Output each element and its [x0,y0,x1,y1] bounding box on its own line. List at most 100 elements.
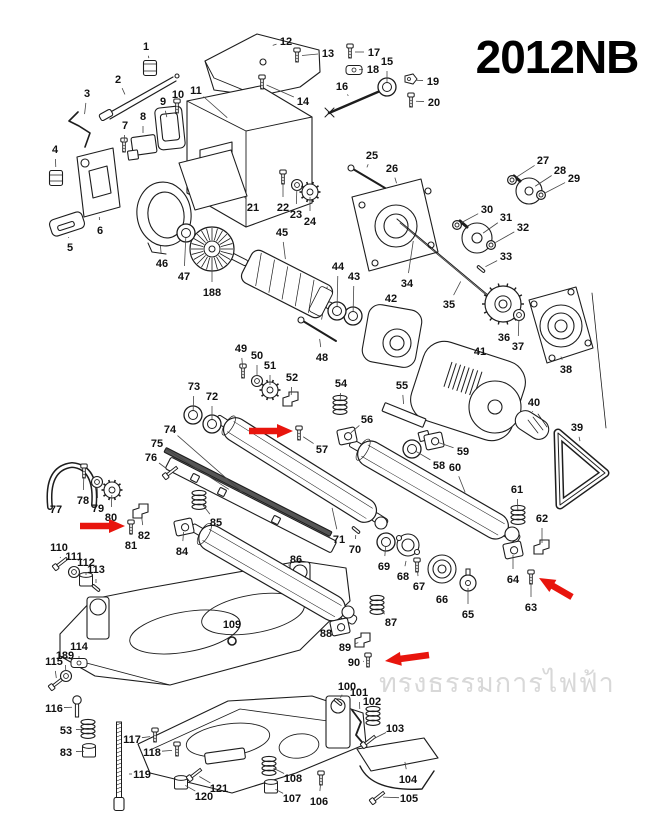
part-label-50: 50 [251,350,263,362]
part-label-115: 115 [45,656,63,668]
part-75: 75 [151,438,230,490]
part-28: 28 [534,165,566,187]
part-29: 29 [535,173,580,201]
part-106: 106 [310,770,328,808]
part-label-22: 22 [277,202,289,214]
part-14: 14 [258,74,310,108]
part-label-81: 81 [125,540,137,552]
part-label-117: 117 [123,734,141,746]
part-label-65: 65 [462,609,474,621]
part-label-10: 10 [172,89,184,101]
part-117: 117 [123,727,159,746]
part-73: 73 [183,381,203,425]
part-label-63: 63 [525,602,537,614]
part-7: 7 [120,120,128,153]
part-label-27: 27 [537,155,549,167]
red-arrow-4 [385,651,430,666]
part-38: 38 [560,356,572,376]
part-16: 16 [336,81,349,97]
part-114: 114 [70,641,89,668]
part-label-76: 76 [145,452,157,464]
part-label-32: 32 [517,222,529,234]
part-label-58: 58 [433,460,445,472]
part-79: 79 [90,475,104,515]
part-70: 70 [349,526,361,556]
part-56: 56 [336,414,373,446]
part-118: 118 [143,741,181,759]
part-label-78: 78 [77,495,89,507]
part-27: 27 [506,155,549,186]
part-label-116: 116 [45,703,63,715]
part-46: 46 [156,245,168,270]
part-label-87: 87 [385,617,397,629]
part-label-74: 74 [164,424,177,436]
part-43: 43 [343,271,363,326]
part-label-3: 3 [84,88,90,100]
part-19: 19 [404,73,439,88]
part-label-102: 102 [363,696,381,708]
part-label-89: 89 [339,642,351,654]
red-arrow-1 [249,424,293,438]
part-label-105: 105 [400,793,418,805]
part-label-52: 52 [286,372,298,384]
part-32: 32 [485,222,529,251]
part-103: 103 [359,723,404,750]
part-label-34: 34 [401,278,414,290]
part-59: 59 [423,431,469,458]
part-label-53: 53 [60,725,72,737]
part-21: 21 [243,196,259,214]
part-22: 22 [277,169,289,214]
part-69: 69 [376,532,396,573]
part-label-47: 47 [178,271,190,283]
part-60: 60 [449,462,466,493]
red-arrow-2 [80,519,125,533]
part-label-24: 24 [304,216,317,228]
part-10: 10 [172,89,184,114]
part-label-84: 84 [176,546,189,558]
part-1: 1 [143,41,150,59]
part-label-75: 75 [151,438,163,450]
part-87: 87 [369,594,397,629]
part-112: 112 [77,557,95,587]
part-55: 55 [396,380,408,405]
part-80: 80 [101,479,123,524]
part-34: 34 [401,240,414,290]
part-label-119: 119 [133,769,151,781]
part-label-59: 59 [457,446,469,458]
part-label-13: 13 [322,48,334,60]
part-101: 101 [350,687,368,710]
part-12: 12 [272,36,292,48]
part-label-72: 72 [206,391,218,403]
part-label-43: 43 [348,271,360,283]
part-4: 4 [52,144,59,168]
part-label-104: 104 [399,774,418,786]
part-label-9: 9 [160,96,166,108]
part-35: 35 [443,281,462,311]
part-5: 5 [67,237,73,254]
part-label-7: 7 [122,120,128,132]
part-label-26: 26 [386,163,398,175]
part-17: 17 [346,43,380,59]
part-label-66: 66 [436,594,448,606]
part-label-80: 80 [105,512,117,524]
part-label-11: 11 [190,85,202,97]
part-label-29: 29 [568,173,580,185]
part-61: 61 [510,484,526,525]
part-label-85: 85 [210,517,222,529]
part-label-55: 55 [396,380,408,392]
part-42: 42 [385,293,397,305]
part-33: 33 [476,251,512,273]
part-113: 113 [87,564,105,592]
part-label-15: 15 [381,56,393,68]
part-39: 39 [571,422,583,442]
part-label-121: 121 [210,783,228,795]
part-label-106: 106 [310,796,328,808]
part-121: 121 [185,767,228,795]
part-116: 116 [45,695,82,718]
part-label-111: 111 [65,551,82,563]
part-9: 9 [160,96,168,118]
part-11: 11 [190,85,228,118]
part-36: 36 [498,326,510,344]
part-40: 40 [528,397,540,412]
